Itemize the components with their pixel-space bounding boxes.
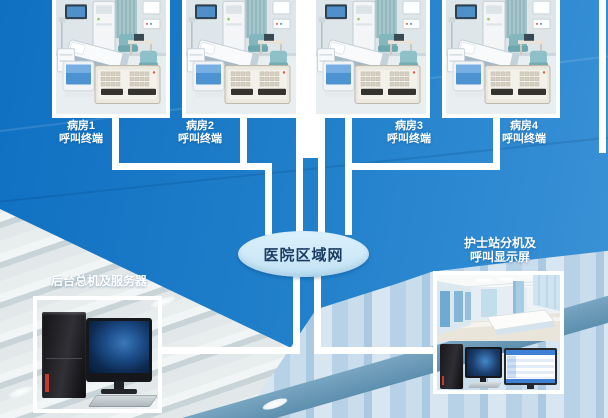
nurse-tower-icon: [440, 344, 463, 389]
ward2-photo-frame: [182, 0, 300, 118]
nurse-label-line2: 呼叫显示屏: [469, 250, 530, 264]
ward3-label: 病房3 呼叫终端: [354, 120, 464, 146]
ward4-name: 病房4: [509, 120, 539, 132]
call-display-screen-icon: [504, 348, 557, 389]
nurse-monitor-icon: [465, 347, 502, 386]
tower-accent: [442, 376, 444, 385]
ward4-device: 呼叫终端: [502, 133, 546, 145]
connector-ward4-drop: [493, 112, 500, 170]
connector-trunk-3: [318, 150, 325, 235]
windows-wallpaper-screen: [89, 321, 149, 373]
nurse-keyboard-icon: [467, 382, 503, 388]
server-label: 后台总机及服务器: [50, 274, 147, 288]
ward1-photo-frame: [52, 0, 170, 118]
server-monitor-icon: [86, 318, 152, 394]
ward1-name: 病房1: [66, 120, 96, 132]
connector-left-bus: [112, 163, 272, 170]
nurse-corridor-photo: [437, 275, 560, 341]
ward-room-photo: [316, 0, 426, 114]
connector-server-bus: [158, 347, 300, 354]
network-node-label: 医院区域网: [263, 246, 344, 264]
connector-ward2-drop: [240, 112, 247, 170]
ward4-label: 病房4 呼叫终端: [469, 120, 579, 146]
network-node: 医院区域网: [238, 231, 369, 277]
connector-trunk-2: [296, 150, 303, 235]
connector-ward1-drop: [112, 112, 119, 170]
ward1-label: 病房1 呼叫终端: [26, 120, 136, 146]
windows-wallpaper-screen: [467, 349, 500, 376]
connector-trunk-1: [265, 163, 272, 235]
ward3-name: 病房3: [394, 120, 424, 132]
connector-server-drop: [293, 265, 300, 354]
monitor-stand: [480, 378, 486, 383]
ward1-device: 呼叫终端: [59, 133, 103, 145]
nurse-station-label: 护士站分机及 呼叫显示屏: [425, 236, 575, 264]
call-table-rows: [507, 356, 554, 378]
server-frame: [33, 296, 162, 413]
connector-right-edge: [599, 0, 606, 153]
ward3-device: 呼叫终端: [387, 133, 431, 145]
ward-room-photo: [186, 0, 296, 114]
ward4-photo-frame: [442, 0, 560, 118]
ward2-name: 病房2: [185, 120, 215, 132]
nurse-label-line1: 护士站分机及: [463, 236, 536, 250]
connector-nurse-drop: [314, 265, 321, 354]
call-table-header-bar: [506, 350, 555, 355]
ward2-label: 病房2 呼叫终端: [145, 120, 255, 146]
ward3-photo-frame: [312, 0, 430, 118]
call-table-footer-bar: [506, 379, 555, 383]
connector-right-bus: [345, 163, 500, 170]
tower-seam: [46, 358, 82, 359]
ward-room-photo: [56, 0, 166, 114]
connector-ward3-drop: [345, 112, 352, 235]
monitor-stand: [114, 381, 124, 389]
tower-accent: [45, 374, 49, 392]
server-keyboard-icon: [87, 395, 159, 407]
monitor-base: [101, 389, 137, 394]
connector-nurse-bus: [314, 347, 436, 354]
nurse-station-frame: [433, 271, 564, 394]
call-list-table: [506, 350, 555, 383]
call-table-first-column: [507, 356, 516, 378]
ward-room-photo: [446, 0, 556, 114]
display-stand: [527, 385, 534, 389]
ward2-device: 呼叫终端: [178, 133, 222, 145]
server-tower-icon: [42, 312, 86, 398]
